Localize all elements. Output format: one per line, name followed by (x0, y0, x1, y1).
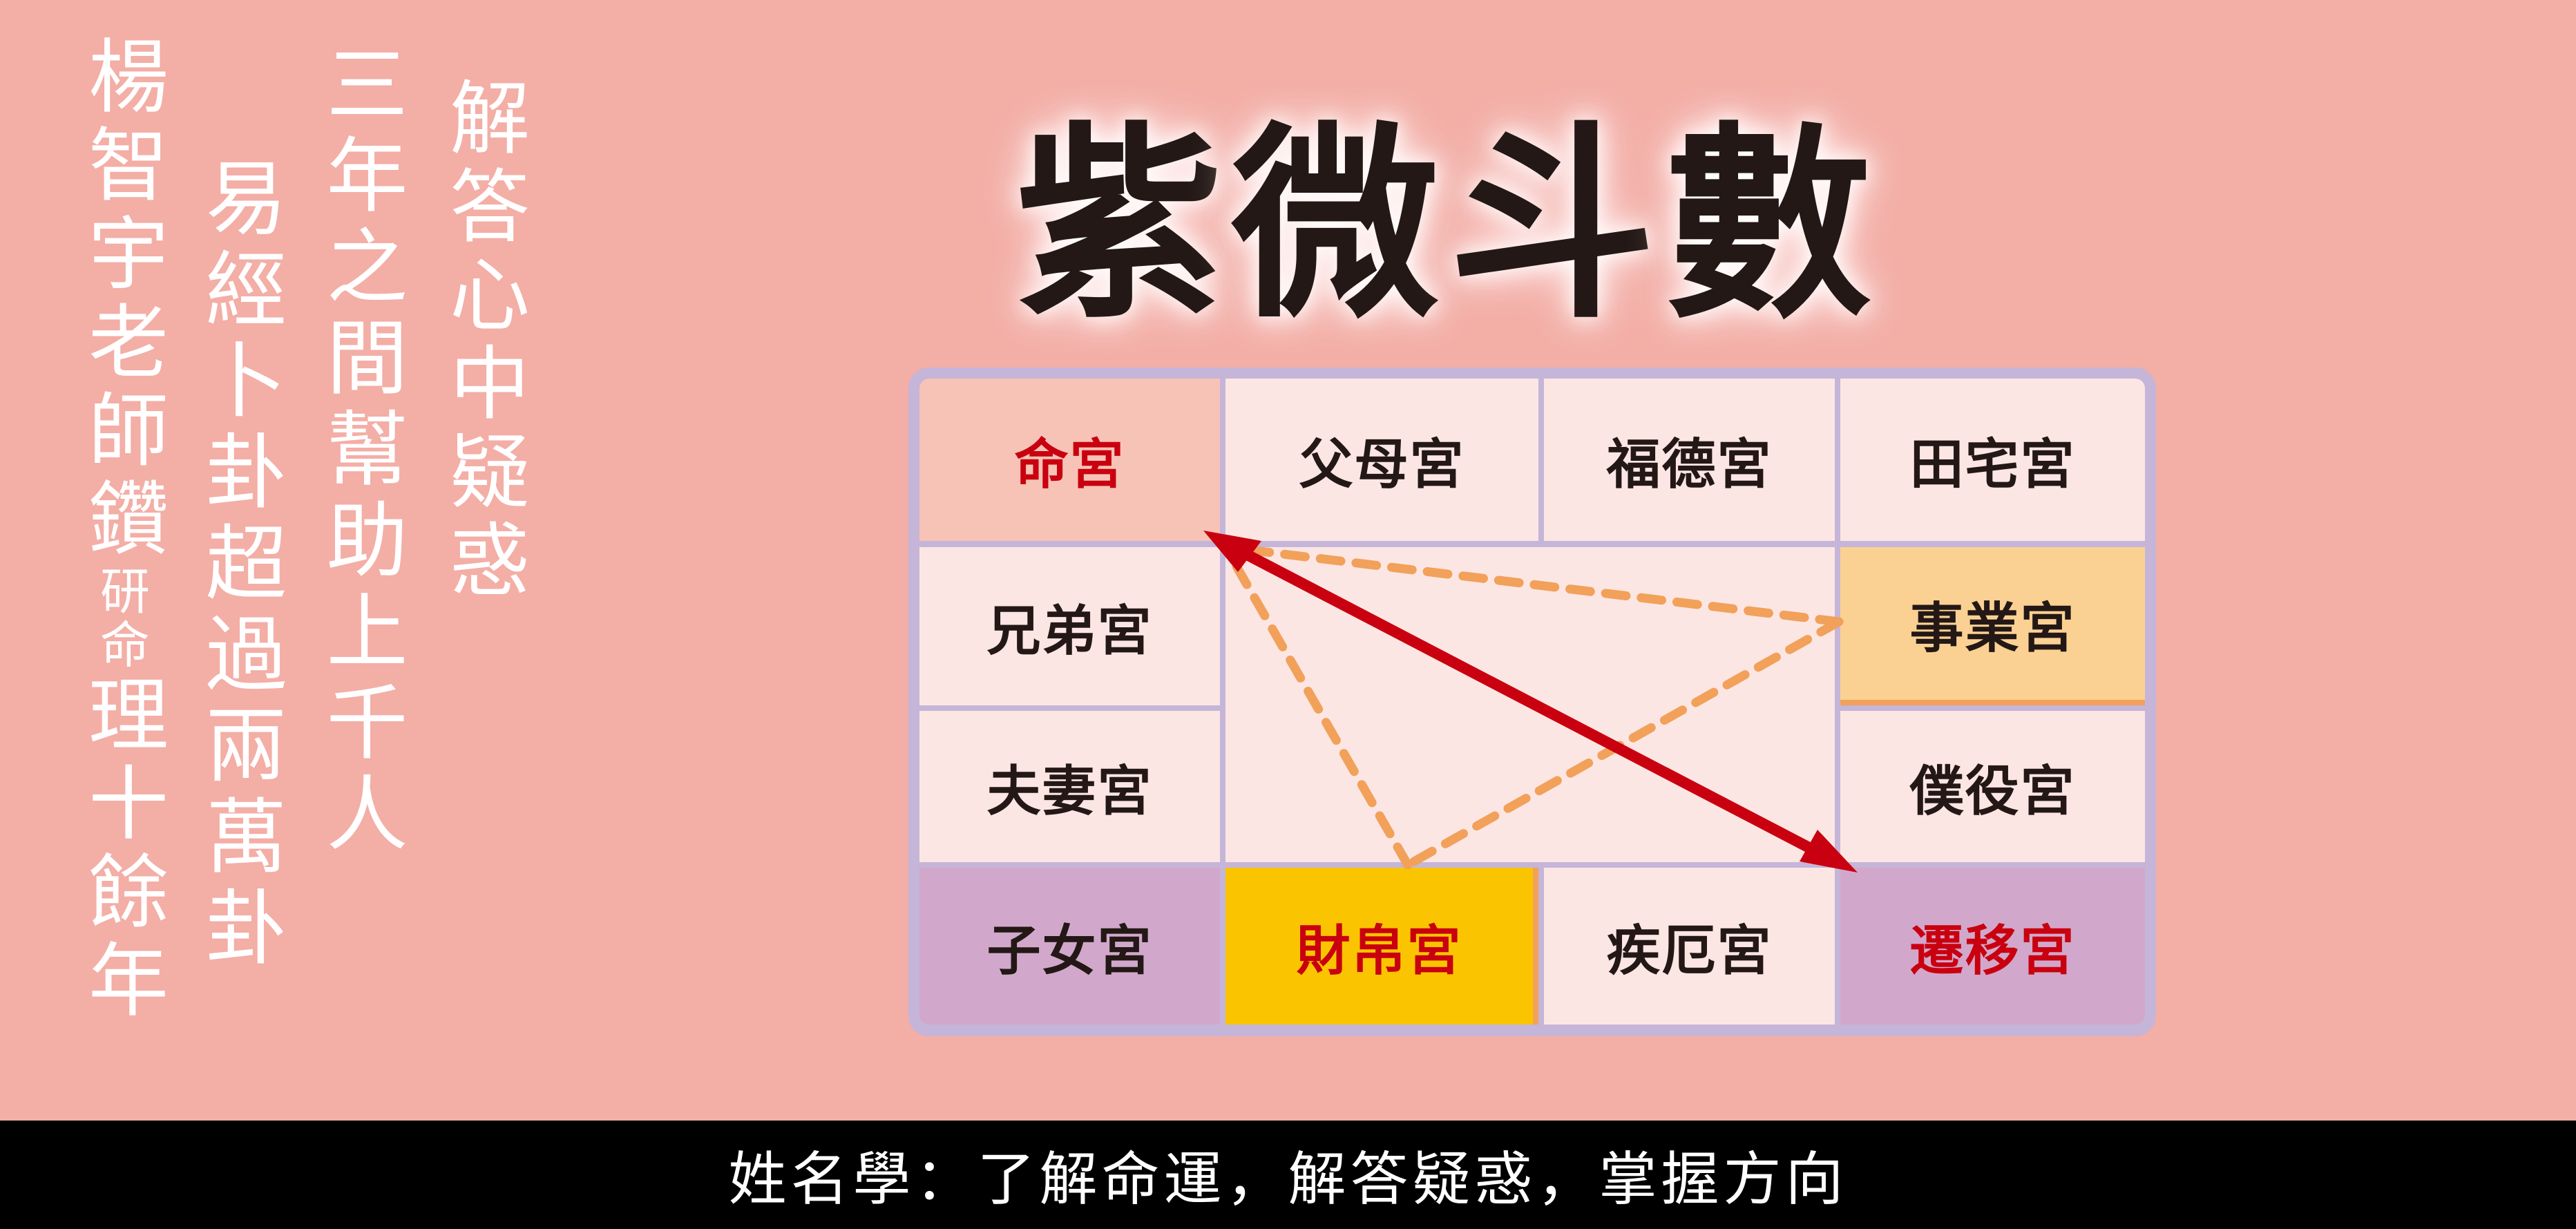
palace-fuqi: 夫妻宮 (919, 711, 1220, 862)
slogan-column-2: 三年之間幫助上千人 (312, 41, 408, 862)
slogan-column-4-part-2: 理十餘年 (75, 672, 168, 1027)
palace-jie: 疾厄宮 (1544, 868, 1835, 1025)
slogan-column-1: 解答心中疑惑 (436, 76, 529, 607)
palace-ming: 命宮 (919, 379, 1220, 541)
palace-xiongdi: 兄弟宮 (919, 547, 1220, 705)
slogan-column-3: 易經卜卦超過兩萬卦 (191, 155, 287, 976)
slogan-column-4: 楊智宇老師鑽研命理十餘年 (75, 35, 168, 1027)
slogan-column-4-small: 研命 (92, 565, 150, 673)
palace-fude: 福德宮 (1544, 379, 1835, 541)
palace-tianzhai: 田宅宮 (1840, 379, 2145, 541)
title-char-4: 數 (1664, 102, 1872, 346)
bottom-banner-text: 姓名學：了解命運，解答疑惑，掌握方向 (728, 1145, 1848, 1213)
palace-shiye: 事業宮 (1840, 547, 2145, 705)
ziwei-chart: 命宮 父母宮 福德宮 田宅宮 兄弟宮 事業宮 夫妻宮 僕役宮 子女宮 財帛宮 疾… (908, 368, 2156, 1036)
title-char-2: 微 (1232, 102, 1440, 346)
palace-puyi: 僕役宮 (1840, 711, 2145, 862)
page-title: 紫 微 斗 數 (1015, 76, 1872, 346)
palace-zinu: 子女宮 (919, 868, 1220, 1025)
bottom-banner: 姓名學：了解命運，解答疑惑，掌握方向 (0, 1121, 2576, 1229)
chart-center (1225, 547, 1835, 862)
title-char-1: 紫 (1015, 102, 1223, 346)
title-char-3: 斗 (1448, 102, 1656, 346)
palace-caibo: 財帛宮 (1225, 868, 1538, 1025)
palace-qianyi: 遷移宮 (1840, 868, 2145, 1025)
palace-fumu: 父母宮 (1225, 379, 1538, 541)
slogan-column-4-part-1: 楊智宇老師鑽 (75, 35, 168, 565)
